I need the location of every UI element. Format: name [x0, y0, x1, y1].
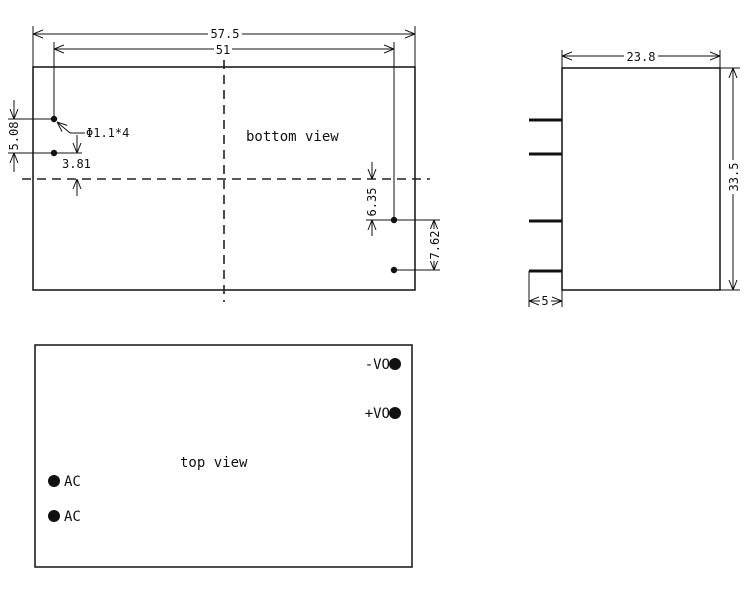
pin-label-pos-vo: +VO: [365, 406, 390, 422]
side-view-outline: [561, 67, 721, 291]
top-view-outline: [34, 344, 413, 568]
dim-label-pin-pitch-left: 5.08: [7, 122, 21, 151]
dim-label-pin-offset-right: 6.35: [365, 188, 379, 217]
dim-label-thickness: 23.8: [627, 50, 656, 64]
dim-label-hole-spec: Φ1.1*4: [86, 126, 129, 140]
pin-marker: [48, 510, 60, 522]
pin-label-ac: AC: [64, 474, 81, 490]
bottom-view-label: bottom view: [246, 129, 339, 145]
pin-marker: [389, 358, 401, 370]
hole-leader: [57, 122, 85, 134]
pin-label-neg-vo: -VO: [365, 357, 390, 373]
dim-label-height: 33.5: [727, 163, 741, 192]
pin-label-ac: AC: [64, 509, 81, 525]
top-view-label: top view: [180, 455, 248, 471]
side-view: 23.8 33.5 5: [528, 50, 741, 308]
pin-marker: [48, 475, 60, 487]
dim-label-overall-length: 57.5: [211, 27, 240, 41]
bottom-view: 57.5 51 5.08 Φ1.1*4 3.81 bottom view 6.3…: [7, 26, 442, 302]
pin-marker: [389, 407, 401, 419]
dim-label-pin-offset-left: 3.81: [62, 157, 91, 171]
dim-label-pin-span: 51: [216, 43, 230, 57]
dim-label-pin-pitch-right: 7.62: [428, 231, 442, 260]
top-view: -VO +VO top view AC AC: [34, 344, 413, 568]
dim-label-pin-length: 5: [541, 294, 548, 308]
